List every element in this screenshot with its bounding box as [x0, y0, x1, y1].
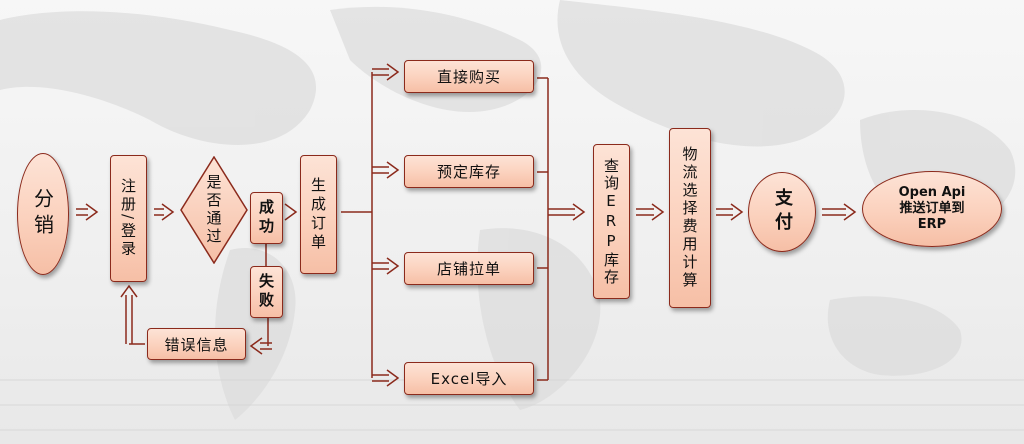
generate-order-node: 生成订单: [300, 155, 337, 274]
failure-label-box: 失败: [250, 266, 283, 318]
generate-order-label: 生成订单: [309, 176, 327, 253]
excel-import-label: Excel导入: [430, 370, 508, 388]
error-info-node: 错误信息: [147, 328, 246, 360]
arrow-logistics-to-payment: [716, 203, 744, 221]
arrow-loop-to-register: [120, 284, 138, 344]
arrow-payment-to-push: [822, 203, 857, 221]
success-label-box: 成功: [250, 192, 283, 244]
decision-diamond-shape: [180, 156, 248, 264]
arrow-success-to-order: [284, 203, 298, 221]
arrow-branch-to-excel: [372, 369, 400, 387]
success-label: 成功: [257, 199, 275, 237]
store-pull-order-node: 店铺拉单: [404, 252, 534, 285]
arrow-register-to-decision: [154, 203, 175, 221]
excel-import-node: Excel导入: [404, 362, 534, 395]
push-to-erp-line3: ERP: [917, 217, 947, 232]
payment-label: 支付: [772, 188, 793, 236]
passed-decision-label: 是否通过: [204, 174, 223, 246]
payment-node: 支付: [748, 172, 816, 252]
reserve-stock-label: 预定库存: [436, 163, 501, 181]
arrow-branch-to-store: [372, 257, 400, 275]
direct-purchase-node: 直接购买: [404, 60, 534, 93]
error-info-label: 错误信息: [164, 335, 229, 354]
passed-decision-node: 是否通过: [180, 156, 248, 264]
push-to-erp-line2: 推送订单到: [899, 201, 965, 216]
logistics-cost-label: 物流选择费用计算: [680, 146, 699, 290]
register-login-node: 注册/登录: [110, 155, 147, 282]
store-pull-order-label: 店铺拉单: [436, 260, 501, 278]
arrow-erp-to-logistics: [636, 203, 665, 221]
distribution-label: 分销: [30, 188, 55, 240]
register-login-label: 注册/登录: [119, 178, 137, 259]
arrow-failure-to-error: [249, 337, 272, 355]
arrow-merge-to-erp: [548, 203, 586, 221]
arrow-distribution-to-register: [76, 203, 99, 221]
arrow-branch-to-reserve: [372, 161, 400, 179]
reserve-stock-node: 预定库存: [404, 155, 534, 188]
push-to-erp-node: Open Api 推送订单到 ERP: [862, 171, 1002, 247]
logistics-cost-node: 物流选择费用计算: [669, 128, 711, 308]
query-erp-stock-node: 查询ERP库存: [593, 144, 630, 299]
failure-label: 失败: [257, 273, 275, 311]
push-to-erp-line1: Open Api: [898, 185, 966, 200]
arrow-branch-to-direct: [372, 63, 400, 81]
distribution-node: 分销: [17, 153, 69, 275]
direct-purchase-label: 直接购买: [436, 68, 501, 86]
query-erp-stock-label: 查询ERP库存: [602, 157, 620, 286]
